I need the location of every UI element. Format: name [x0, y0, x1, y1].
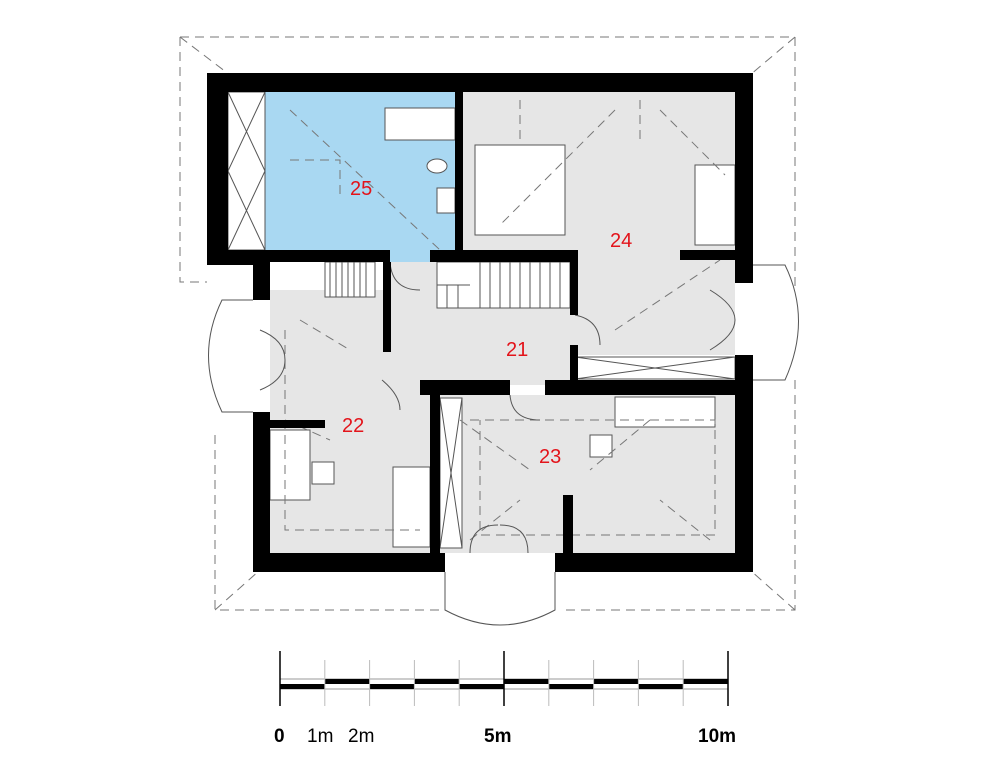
bed	[474, 144, 566, 236]
scale-label-10m: 10m	[698, 726, 736, 747]
wardrobe-room-23	[439, 397, 463, 549]
roof-ridge-lines	[179, 36, 796, 611]
scale-segment	[593, 679, 639, 684]
room-label-25: 25	[350, 178, 372, 200]
bed-room-22	[392, 466, 431, 548]
room-label-21: 21	[506, 339, 528, 361]
desk-room-22	[269, 429, 311, 501]
balcony-right	[753, 264, 799, 381]
wardrobe-hall	[574, 356, 736, 380]
wardrobe	[227, 91, 266, 251]
floor-room-25-door	[390, 250, 430, 262]
scale-segment	[324, 679, 370, 684]
ceiling-lines	[284, 100, 726, 541]
walls	[207, 73, 753, 572]
room-label-22: 22	[342, 415, 364, 437]
scale-label-1m: 1m	[307, 726, 333, 747]
room-label-24: 24	[610, 230, 632, 252]
desk-room-24	[694, 164, 736, 246]
scale-segment	[548, 684, 594, 689]
sink	[436, 187, 456, 214]
scale-bar	[279, 651, 729, 706]
balcony-bottom	[444, 572, 556, 626]
chair-room-23	[589, 434, 613, 458]
chair-room-22	[311, 461, 335, 485]
scale-segment	[504, 679, 549, 684]
scale-segment	[280, 684, 325, 689]
scale-label-2m: 2m	[348, 726, 374, 747]
room-label-23: 23	[539, 446, 561, 468]
toilet	[426, 158, 448, 174]
scale-segment	[414, 679, 460, 684]
scale-segment	[369, 684, 415, 689]
scale-label-5m: 5m	[484, 726, 511, 747]
balcony-left	[208, 299, 253, 413]
staircase	[324, 261, 571, 309]
desk-room-23	[614, 396, 716, 428]
scale-segment	[683, 679, 728, 684]
bathtub	[384, 107, 456, 141]
scale-segment	[459, 684, 504, 689]
scale-segment	[638, 684, 684, 689]
door-arcs	[259, 261, 736, 554]
scale-label-0: 0	[274, 726, 285, 747]
